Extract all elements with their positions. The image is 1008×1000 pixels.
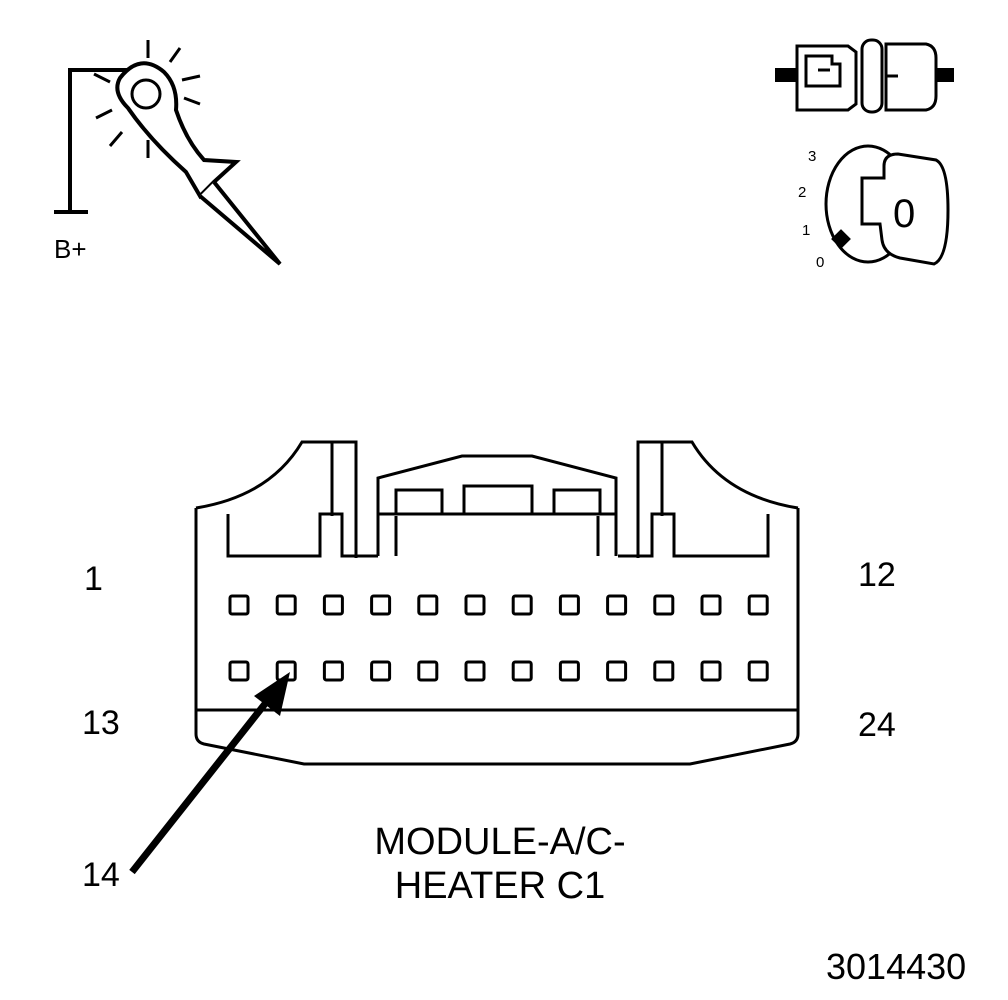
pin-label-1: 1 xyxy=(84,560,103,598)
pin-cavity-15 xyxy=(322,660,344,682)
pin-cavity-2 xyxy=(275,594,297,616)
ignition-position-1: 1 xyxy=(802,222,811,239)
connector-caption-line-2: HEATER C1 xyxy=(394,865,606,907)
pin-label-24: 24 xyxy=(858,706,896,744)
ignition-key-value: 0 xyxy=(893,192,916,236)
pin-cavity-8 xyxy=(558,594,580,616)
pin-cavity-20 xyxy=(558,660,580,682)
pin-cavity-22 xyxy=(653,660,675,682)
figure-number: 3014430 xyxy=(826,946,967,987)
pin-cavity-7 xyxy=(511,594,533,616)
pin-cavity-16 xyxy=(370,660,392,682)
connector-caption: MODULE-A/C- HEATER C1 xyxy=(300,820,700,908)
pin-cavity-grid xyxy=(228,594,769,682)
pin-cavity-19 xyxy=(511,660,533,682)
pin-cavity-3 xyxy=(322,594,344,616)
connector-symbol-icon xyxy=(775,38,954,114)
pin-cavity-4 xyxy=(370,594,392,616)
pin-cavity-5 xyxy=(417,594,439,616)
pin-cavity-1 xyxy=(228,594,250,616)
b-plus-label: B+ xyxy=(54,234,87,264)
ignition-switch-icon xyxy=(824,144,950,266)
pin-cavity-12 xyxy=(747,594,769,616)
pin-cavity-10 xyxy=(653,594,675,616)
pin-label-12: 12 xyxy=(858,556,896,594)
pin-cavity-24 xyxy=(747,660,769,682)
pin-cavity-6 xyxy=(464,594,486,616)
test-light-icon xyxy=(54,40,282,266)
pin-cavity-23 xyxy=(700,660,722,682)
pin-label-14: 14 xyxy=(82,856,120,894)
ignition-position-3: 3 xyxy=(808,148,817,165)
connector-housing xyxy=(194,440,800,766)
connector-caption-line-1: MODULE-A/C- xyxy=(374,821,626,863)
pin-cavity-11 xyxy=(700,594,722,616)
pin-label-13: 13 xyxy=(82,704,120,742)
pin-cavity-17 xyxy=(417,660,439,682)
pin-14-pointer-arrow xyxy=(129,672,290,875)
pin-cavity-13 xyxy=(228,660,250,682)
pin-cavity-9 xyxy=(606,594,628,616)
ignition-position-2: 2 xyxy=(798,184,807,201)
ignition-position-0: 0 xyxy=(816,254,825,271)
pin-cavity-21 xyxy=(606,660,628,682)
pin-cavity-18 xyxy=(464,660,486,682)
